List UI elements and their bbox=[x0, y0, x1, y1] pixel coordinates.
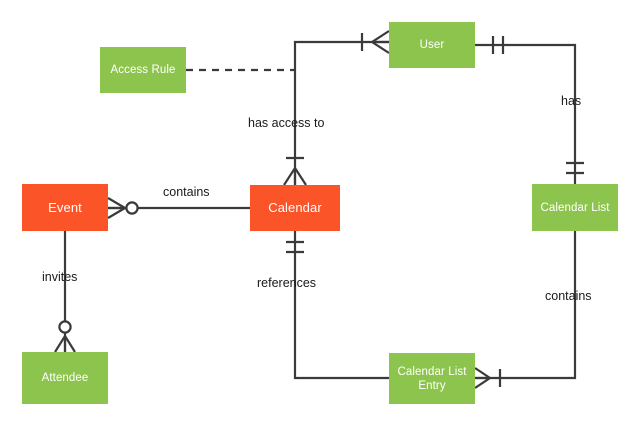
cardinality-exactly-one-calendar-bottom bbox=[286, 240, 304, 254]
cardinality-exactly-one-calendar-list-top bbox=[566, 161, 584, 175]
connector-has-access-to bbox=[293, 40, 389, 185]
entity-calendar[interactable]: Calendar bbox=[250, 185, 340, 231]
entity-label-calendar: Calendar bbox=[268, 200, 322, 215]
edge-label-invites: invites bbox=[42, 270, 77, 284]
entity-label-attendee: Attendee bbox=[41, 372, 89, 384]
edge-label-text: contains bbox=[545, 289, 592, 303]
edge-label-has: has bbox=[561, 94, 581, 108]
edge-label-text: references bbox=[257, 276, 317, 290]
entity-label-calendar-list: Calendar List bbox=[540, 201, 610, 214]
entity-label-event: Event bbox=[48, 199, 82, 215]
connector-references bbox=[293, 231, 389, 380]
entity-access-rule[interactable]: Access Rule bbox=[100, 47, 186, 93]
edge-label-contains-entry: contains bbox=[545, 289, 592, 303]
entity-calendar-list[interactable]: Calendar List bbox=[532, 184, 618, 231]
entity-label-calendar-list-entry: Calendar List Entry bbox=[397, 365, 467, 392]
connector-contains-entry bbox=[475, 231, 577, 380]
edge-label-contains-calendar: contains bbox=[163, 185, 210, 199]
cardinality-one-or-many-calendar-top bbox=[283, 156, 307, 186]
edge-label-text: has bbox=[561, 94, 582, 108]
entity-event[interactable]: Event bbox=[22, 184, 108, 231]
edge-label-has-access-to: has access to bbox=[248, 116, 324, 130]
edge-label-text: contains bbox=[163, 185, 210, 199]
cardinality-one-or-many-cle-right bbox=[474, 367, 502, 389]
entity-label-user: User bbox=[419, 39, 445, 51]
entity-user[interactable]: User bbox=[389, 22, 475, 68]
entity-calendar-list-entry[interactable]: Calendar List Entry bbox=[389, 353, 475, 404]
cardinality-zero-or-many-attendee-top bbox=[54, 320, 76, 353]
edge-label-references: references bbox=[257, 276, 316, 290]
cardinality-zero-or-many-event-right bbox=[107, 197, 139, 219]
entity-attendee[interactable]: Attendee bbox=[22, 352, 108, 404]
cardinality-exactly-one-user-right bbox=[491, 36, 505, 54]
edge-label-text: has access to bbox=[248, 116, 325, 130]
entity-label-access-rule: Access Rule bbox=[110, 64, 176, 76]
connector-has bbox=[475, 43, 577, 184]
edge-label-text: invites bbox=[42, 270, 78, 284]
cardinality-one-or-many-user-left bbox=[360, 30, 390, 54]
